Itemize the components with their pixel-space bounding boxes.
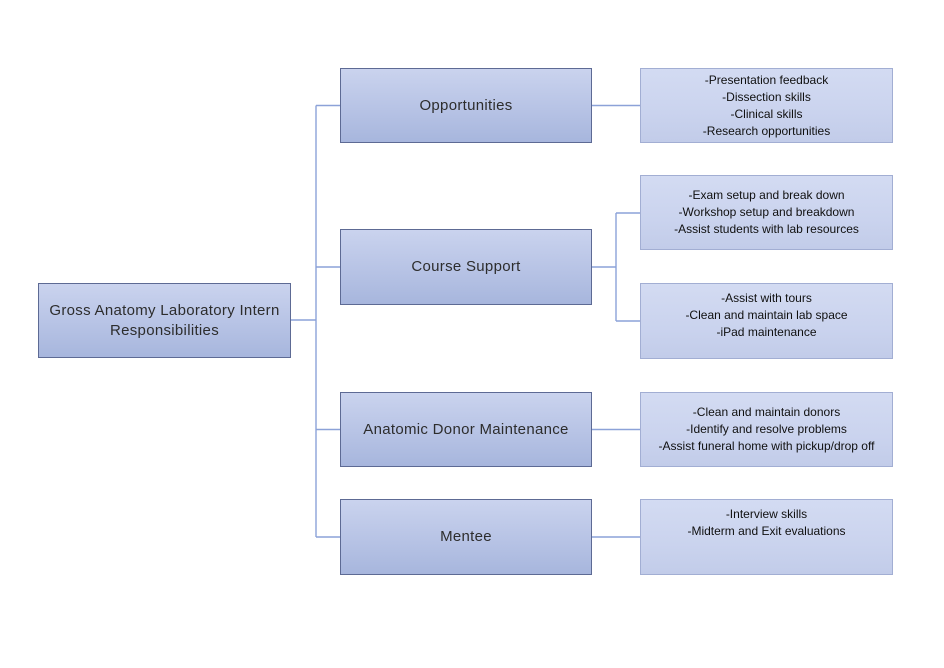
detail-line: -Presentation feedback bbox=[704, 72, 829, 87]
branch-node-label: Mentee bbox=[440, 528, 492, 545]
root-node-label: Gross Anatomy Laboratory Intern Responsi… bbox=[49, 301, 280, 339]
detail-line: -Interview skills bbox=[725, 507, 808, 521]
detail-line: -Research opportunities bbox=[702, 123, 831, 138]
detail-line: -iPad maintenance bbox=[716, 324, 817, 339]
detail-line: -Dissection skills bbox=[722, 89, 811, 104]
detail-line: -Clinical skills bbox=[730, 106, 803, 121]
detail-text: -Clean and maintain donors -Identify and… bbox=[641, 404, 892, 455]
detail-line: -Identify and resolve problems bbox=[686, 422, 847, 436]
detail-text: -Exam setup and break down -Workshop set… bbox=[641, 187, 892, 238]
detail-node-opportunities: -Presentation feedback -Dissection skill… bbox=[640, 68, 893, 143]
detail-line: -Assist students with lab resources bbox=[674, 222, 859, 236]
detail-line: -Workshop setup and breakdown bbox=[678, 205, 855, 219]
detail-line: -Assist with tours bbox=[721, 290, 812, 305]
detail-node-course-support-b: -Assist with tours -Clean and maintain l… bbox=[640, 283, 893, 359]
detail-node-course-support-a: -Exam setup and break down -Workshop set… bbox=[640, 175, 893, 250]
branch-node-label: Opportunities bbox=[419, 96, 513, 114]
branch-node-anatomic-donor-maintenance: Anatomic Donor Maintenance bbox=[340, 392, 592, 467]
detail-node-mentee: -Interview skills -Midterm and Exit eval… bbox=[640, 499, 893, 575]
branch-node-label: Anatomic Donor Maintenance bbox=[363, 420, 569, 438]
branch-node-mentee: Mentee bbox=[340, 499, 592, 575]
branch-node-label: Course Support bbox=[411, 258, 521, 275]
detail-line: -Exam setup and break down bbox=[688, 188, 845, 202]
detail-line: -Assist funeral home with pickup/drop of… bbox=[658, 439, 875, 453]
detail-text: -Assist with tours -Clean and maintain l… bbox=[641, 290, 892, 341]
detail-text: -Interview skills -Midterm and Exit eval… bbox=[641, 506, 892, 540]
branch-node-opportunities: Opportunities bbox=[340, 68, 592, 143]
detail-line: -Clean and maintain lab space bbox=[685, 307, 848, 322]
detail-line: -Clean and maintain donors bbox=[692, 405, 841, 419]
detail-node-anatomic-donor-maintenance: -Clean and maintain donors -Identify and… bbox=[640, 392, 893, 467]
detail-line: -Midterm and Exit evaluations bbox=[687, 524, 846, 538]
branch-node-course-support: Course Support bbox=[340, 229, 592, 305]
detail-text: -Presentation feedback -Dissection skill… bbox=[641, 72, 892, 140]
root-node-intern-responsibilities: Gross Anatomy Laboratory Intern Responsi… bbox=[38, 283, 291, 358]
